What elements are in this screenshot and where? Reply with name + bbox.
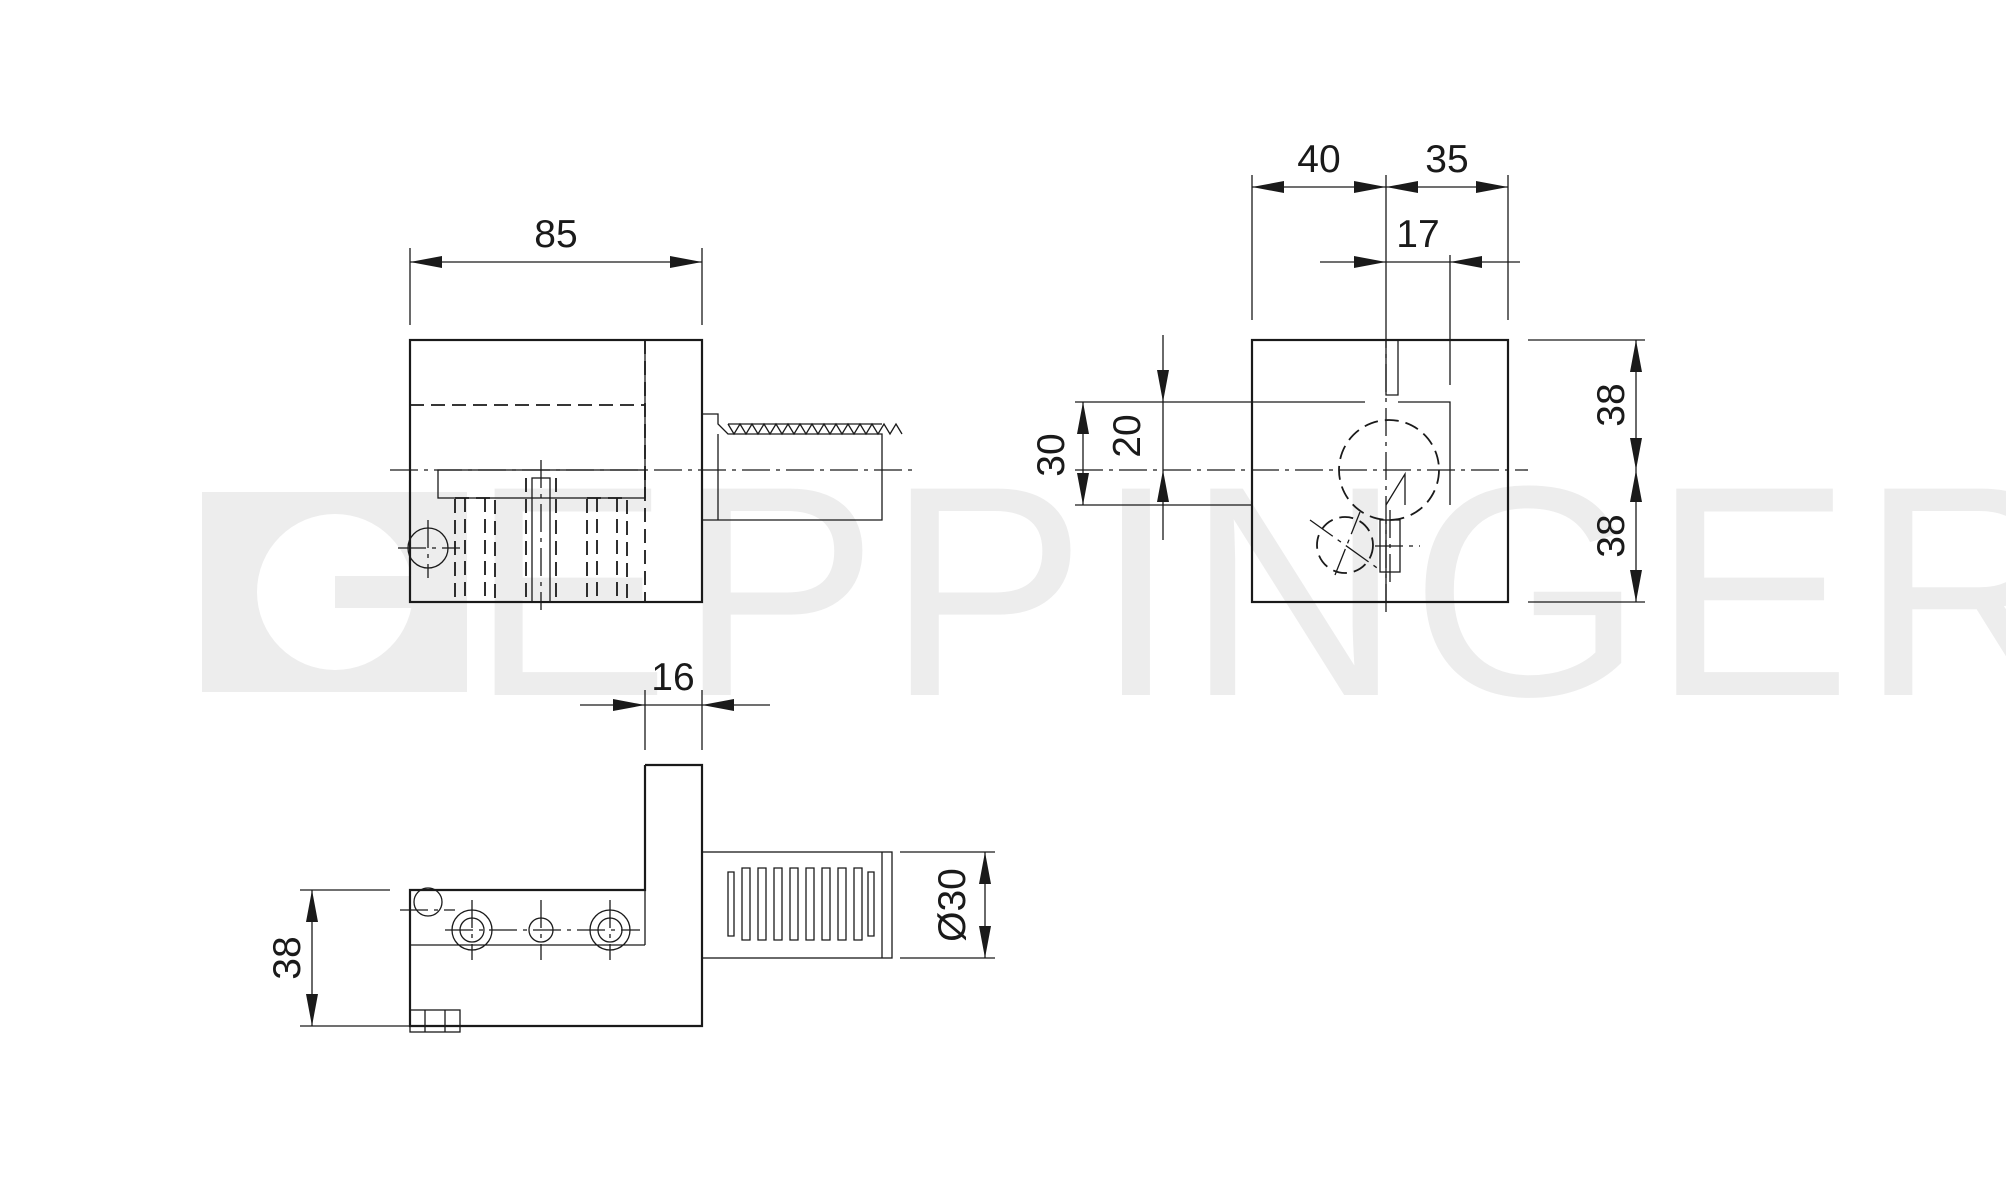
side-hidden-bore — [1338, 419, 1440, 521]
dim-85: 85 — [534, 213, 577, 256]
front-hidden-screw — [586, 497, 628, 603]
dim-16: 16 — [651, 656, 694, 699]
dim-dia-30: Ø30 — [931, 868, 974, 942]
side-view: 40 35 17 30 20 38 38 — [1030, 138, 1645, 612]
dim-30: 30 — [1030, 433, 1073, 476]
top-view: 16 Ø30 38 — [266, 656, 995, 1033]
side-hidden-hole — [1316, 516, 1374, 574]
front-hidden-screw — [454, 497, 496, 603]
top-body-outline — [408, 763, 704, 1028]
dim-38-top: 38 — [266, 936, 309, 979]
top-set-screw — [409, 1009, 461, 1033]
top-threaded-shank — [701, 851, 893, 959]
watermark-text: EPPINGER — [470, 423, 2006, 759]
front-body-outline — [408, 338, 704, 604]
front-view: 85 — [390, 213, 912, 610]
dim-17: 17 — [1396, 213, 1439, 256]
dim-40: 40 — [1297, 138, 1340, 181]
side-body-outline — [1250, 338, 1510, 604]
dim-38-upper: 38 — [1590, 383, 1633, 426]
watermark: EPPINGER — [202, 423, 2006, 759]
dim-35: 35 — [1425, 138, 1468, 181]
dim-20: 20 — [1106, 414, 1149, 457]
dim-38-lower: 38 — [1590, 514, 1633, 557]
front-shank — [702, 413, 883, 521]
